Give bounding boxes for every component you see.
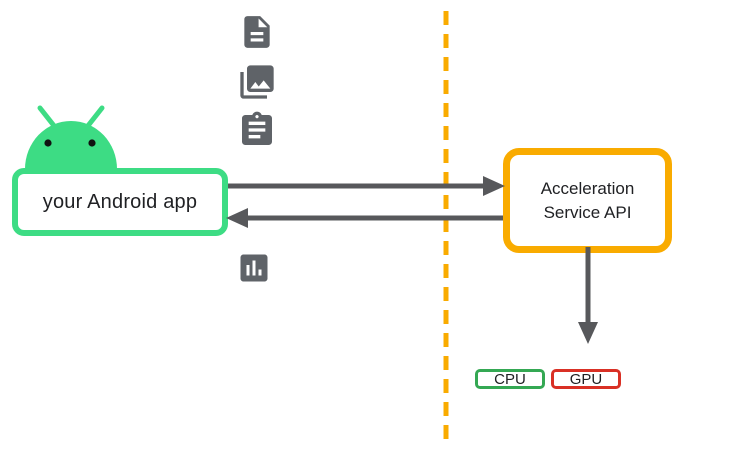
gpu-chip-label: GPU [569, 370, 603, 388]
cpu-chip-label: CPU [494, 370, 526, 388]
service-to-app-arrow [226, 208, 503, 228]
app-to-service-arrow [228, 176, 505, 196]
cpu-chip: CPU [475, 369, 545, 389]
photo-library-icon [240, 65, 274, 99]
android-app-box: your Android app [12, 168, 228, 236]
bar-chart-icon [240, 254, 268, 282]
gpu-chip: GPU [551, 369, 621, 389]
acceleration-service-box: Acceleration Service API [503, 148, 672, 253]
android-robot-icon [25, 105, 117, 169]
clipboard-icon [242, 111, 272, 145]
service-to-hardware-arrow [578, 247, 598, 344]
document-icon [244, 16, 270, 48]
acceleration-service-label: Acceleration Service API [540, 178, 635, 222]
android-app-label: your Android app [42, 190, 198, 213]
